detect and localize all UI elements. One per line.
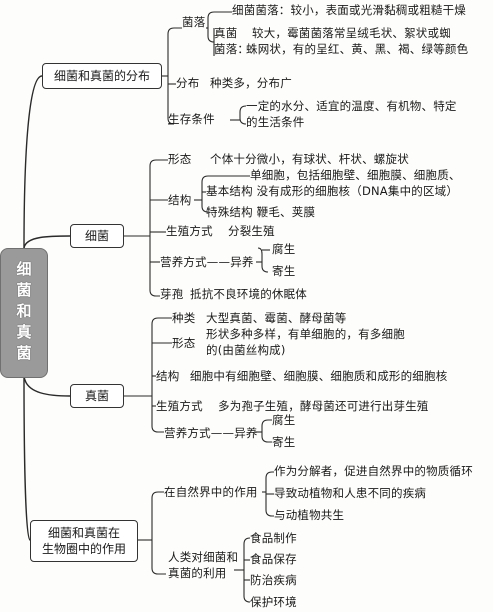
bacteria-structure-line-1: 单细胞，包括细胞壁、细胞膜、细胞质、 xyxy=(250,168,461,182)
bacteria-shape-text: 个体十分微小，有球状、杆状、螺旋状 xyxy=(210,152,409,166)
connector-line xyxy=(151,317,172,325)
fungal-colony-label-2: 菌落： xyxy=(214,42,250,56)
connector-line xyxy=(23,75,43,249)
bacteria-shape-label: 形态 xyxy=(168,152,192,166)
fungi-kind-label: 种类 xyxy=(172,311,196,325)
connector-line xyxy=(265,471,274,479)
nature-role-decomposer: 作为分解者，促进自然界中的物质循环 xyxy=(274,464,473,478)
connector-line xyxy=(239,117,247,125)
connector-line xyxy=(167,117,175,125)
connector-line xyxy=(149,289,160,297)
root-node: 细菌和真菌 xyxy=(0,248,48,378)
fungi-nutrition-saprophytic: 腐生 xyxy=(272,413,296,427)
distribution-section-title: 细菌和真菌的分布 xyxy=(53,69,150,83)
bacteria-nutrition-parasitic: 寄生 xyxy=(272,264,296,278)
human-use-item: 防治疾病 xyxy=(250,573,297,587)
nature-role-label: 在自然界中的作用 xyxy=(164,485,258,499)
conditions-label: 生存条件 xyxy=(168,112,215,126)
bacteria-structure-line-2: 基本结构 没有成形的细胞核（DNA集中的区域） xyxy=(206,184,459,198)
bacteria-nutrition-label: 营养方式——异养 xyxy=(160,255,254,269)
human-use-label-line-2: 真菌的利用 xyxy=(168,566,227,580)
role-section-title-line-1: 细菌和真菌在 xyxy=(47,526,120,540)
bacteria-section-title: 细菌 xyxy=(84,229,109,243)
bacteria-spore-label: 芽孢 xyxy=(160,287,184,301)
bacteria-section-box: 细菌 xyxy=(70,224,124,248)
bacteria-reproduction-label: 生殖方式 xyxy=(166,224,213,238)
bacteria-special-structure: 特殊结构 鞭毛、荚膜 xyxy=(206,205,316,219)
connector-line xyxy=(151,567,166,575)
connector-line xyxy=(151,491,164,499)
bacteria-nutrition-saprophytic: 腐生 xyxy=(272,242,296,256)
connector-line xyxy=(23,375,71,397)
conditions-line-1: 一定的水分、适宜的温度、有机物、特定 xyxy=(246,99,457,113)
connector-line xyxy=(149,159,168,167)
root-title: 细菌和真菌 xyxy=(14,260,33,366)
human-use-item: 食品制作 xyxy=(250,531,297,545)
nature-role-disease: 导致动植物和人患不同的疾病 xyxy=(274,486,427,500)
role-section-box: 细菌和真菌在 生物圈中的作用 xyxy=(30,520,138,562)
human-use-label-line-1: 人类对细菌和 xyxy=(168,550,239,564)
bacteria-reproduction-text: 分裂生殖 xyxy=(228,224,275,238)
bacteria-spore-text: 抵抗不良环境的休眠体 xyxy=(190,287,307,301)
fungi-section-box: 真菌 xyxy=(70,384,124,408)
fungi-shape-label: 形态 xyxy=(172,336,196,350)
human-use-item: 食品保存 xyxy=(250,552,297,566)
fungi-structure-label: 结构 xyxy=(156,369,180,383)
distribution-section-box: 细菌和真菌的分布 xyxy=(42,63,162,89)
connector-line xyxy=(207,35,215,43)
fungi-shape-line-2: 的(由菌丝构成) xyxy=(206,343,286,357)
fungi-nutrition-label: 营养方式——异养 xyxy=(164,426,258,440)
connector-line xyxy=(23,375,31,541)
human-use-item: 保护环境 xyxy=(250,595,297,609)
connector-line xyxy=(167,27,182,35)
connector-line xyxy=(261,435,272,443)
fungi-kind-text: 大型真菌、霉菌、酵母菌等 xyxy=(206,311,347,325)
fungi-shape-line-1: 形状多种多样，有单细胞的，有多细胞 xyxy=(206,327,405,341)
fungi-reproduction-label: 生殖方式 xyxy=(156,399,203,413)
connector-line xyxy=(261,419,272,427)
connector-line xyxy=(243,595,251,603)
fungi-structure-text: 细胞中有细胞壁、细胞膜、细胞质和成形的细胞核 xyxy=(190,369,448,383)
bacteria-structure-label: 结构 xyxy=(168,193,192,207)
connector-line xyxy=(239,105,247,113)
connector-line xyxy=(257,247,269,273)
connector-line xyxy=(265,509,274,517)
fungal-colony-label-1: 真菌 xyxy=(214,26,238,40)
fungi-section-title: 真菌 xyxy=(84,389,109,403)
connector-line xyxy=(243,537,251,545)
connector-line xyxy=(23,235,71,249)
connector-line xyxy=(207,11,232,19)
fungi-reproduction-text: 多为孢子生殖，酵母菌还可进行出芽生殖 xyxy=(218,399,429,413)
connector-line xyxy=(201,205,209,213)
distribution-label: 分布 xyxy=(176,76,200,90)
fungal-colony-line-1: 较大，霉菌菌落常呈绒毛状、絮状或蜘 xyxy=(252,26,451,40)
conditions-line-2: 的生活条件 xyxy=(246,115,305,129)
nature-role-symbiosis: 与动植物共生 xyxy=(274,508,345,522)
distribution-text: 种类多，分布广 xyxy=(210,76,292,90)
fungi-nutrition-parasitic: 寄生 xyxy=(272,435,296,449)
connector-line xyxy=(201,175,250,183)
colony-label: 菌落 xyxy=(182,15,206,29)
connector-line xyxy=(151,425,164,433)
role-section-title-line-2: 生物圈中的作用 xyxy=(41,542,126,556)
fungal-colony-line-2: 蛛网状，有的呈红、黄、黑、褐、绿等颜色 xyxy=(246,42,469,56)
bacterial-colony-text: 细菌菌落：较小，表面或光滑黏稠或粗糙干燥 xyxy=(232,3,466,17)
